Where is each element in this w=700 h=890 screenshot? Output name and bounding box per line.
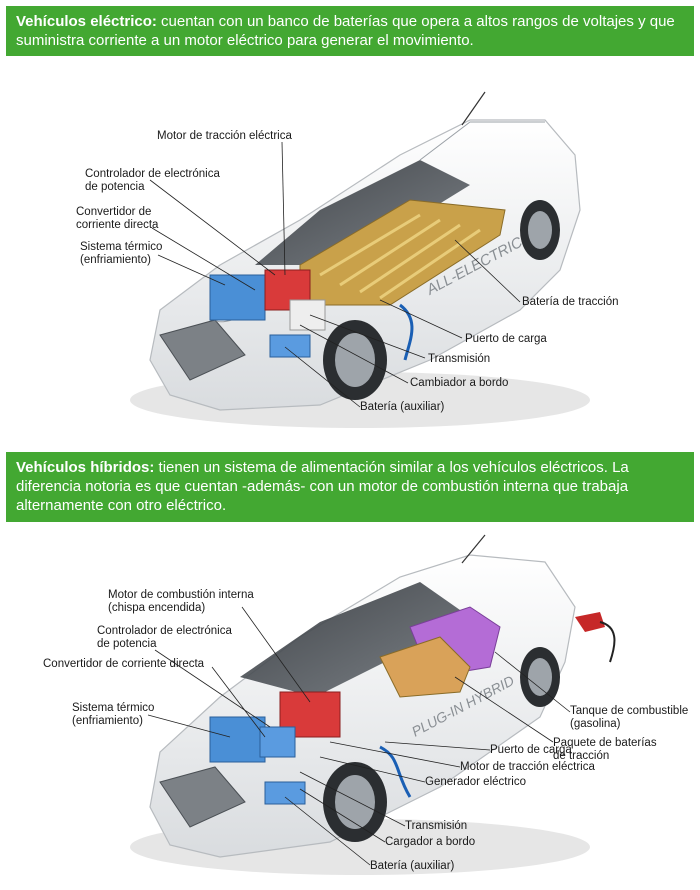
antenna [461, 534, 486, 564]
hybrid-car-diagram: PLUG-IN HYBRID Motor de combustión inter… [0, 527, 700, 890]
antenna [461, 91, 486, 126]
front-wheel [323, 762, 387, 842]
rear-wheel [520, 200, 560, 260]
label-combustion-engine-line2: (chispa encendida) [108, 602, 206, 614]
label-thermal-line2: (enfriamiento) [80, 254, 151, 266]
thermal-system [209, 716, 266, 763]
electric-car-illustration: ALL-ELECTRIC [130, 91, 590, 428]
label-traction-battery: Batería de tracción [522, 296, 619, 308]
charge-cable [399, 303, 414, 361]
auxiliary-battery [264, 781, 306, 805]
label-combustion-engine-line1: Motor de combustión interna [108, 589, 254, 601]
dc-converter [289, 299, 326, 331]
label-thermal-line1: Sistema térmico [72, 702, 155, 714]
roof-line [419, 121, 545, 161]
electric-car-diagram: ALL-ELECTRIC Motor de tracción eléctrica… [0, 60, 700, 445]
label-power-controller-line1: Controlador de electrónica [97, 625, 232, 637]
traction-battery-pack [379, 636, 471, 698]
label-battery-pack-line1: Paquete de baterías [553, 737, 657, 749]
electric-vehicle-description: cuentan con un banco de baterías que ope… [16, 13, 675, 49]
label-generator: Generador eléctrico [425, 776, 526, 788]
electric-vehicle-title: Vehículos eléctrico: [16, 13, 157, 30]
label-onboard-charger: Cambiador a bordo [410, 377, 509, 389]
front-grille [159, 766, 246, 828]
front-wheel [323, 320, 387, 400]
auxiliary-battery [269, 334, 311, 358]
windshield [240, 582, 470, 697]
label-dc-converter: Convertidor de corriente directa [43, 658, 205, 670]
label-charge-port: Puerto de carga [490, 744, 572, 756]
label-charge-port: Puerto de carga [465, 333, 547, 345]
label-power-controller-line1: Controlador de electrónica [85, 168, 220, 180]
windshield [255, 160, 470, 265]
label-auxiliary-battery: Batería (auxiliar) [370, 860, 455, 872]
leader-lines [147, 606, 571, 866]
front-grille [159, 319, 246, 381]
label-transmission: Transmisión [405, 820, 468, 832]
label-fuel-tank-line2: (gasolina) [570, 718, 621, 730]
label-electric-motor: Motor de tracción eléctrica [460, 761, 595, 773]
power-electronics [264, 269, 311, 311]
label-power-controller-line2: de potencia [97, 638, 157, 650]
label-thermal-line1: Sistema térmico [80, 241, 163, 253]
power-electronics [259, 726, 296, 758]
rear-wheel [520, 647, 560, 707]
hybrid-vehicle-description: tienen un sistema de alimentación simila… [16, 459, 629, 514]
label-onboard-charger: Cargador a bordo [385, 836, 476, 848]
hybrid-car-illustration: PLUG-IN HYBRID [130, 534, 616, 875]
leader-lines [149, 141, 521, 408]
label-battery-pack-line2: de tracción [553, 750, 610, 762]
label-thermal-line2: (enfriamiento) [72, 715, 143, 727]
hybrid-vehicle-title: Vehículos híbridos: [16, 459, 155, 476]
label-dc-converter-line2: corriente directa [76, 219, 159, 231]
label-electric-motor: Motor de tracción eléctrica [157, 130, 292, 142]
electric-vehicle-banner: Vehículos eléctrico: cuentan con un banc… [6, 6, 694, 56]
label-power-controller-line2: de potencia [85, 181, 145, 193]
hybrid-vehicle-banner: Vehículos híbridos: tienen un sistema de… [6, 452, 694, 522]
label-transmission: Transmisión [428, 353, 491, 365]
label-dc-converter-line1: Convertidor de [76, 206, 152, 218]
fuel-nozzle [575, 612, 605, 632]
label-auxiliary-battery: Batería (auxiliar) [360, 401, 445, 413]
charge-cable [379, 745, 412, 798]
label-fuel-tank-line1: Tanque de combustible [570, 705, 689, 717]
